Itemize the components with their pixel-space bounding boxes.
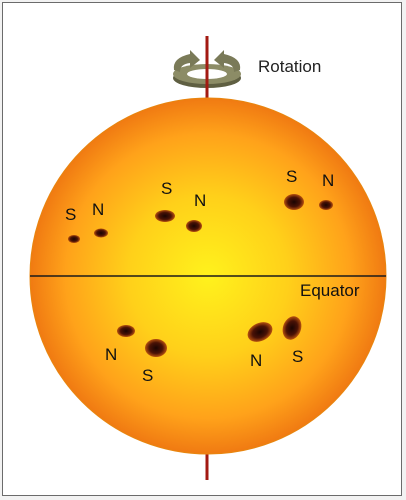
polarity-label-nc-s: S (161, 179, 172, 198)
sunspot-nw-n (94, 228, 108, 238)
sunspot-sw-n (117, 325, 135, 337)
polarity-label-ne-s: S (286, 167, 297, 186)
sunspot-nc-s (155, 210, 175, 222)
sunspot-se-n (247, 322, 273, 342)
polarity-label-nc-n: N (194, 191, 206, 210)
polarity-label-se-n: N (250, 351, 262, 370)
polarity-label-nw-s: S (65, 205, 76, 224)
rotation-label: Rotation (258, 57, 321, 76)
sunspot-nc-n (186, 220, 202, 232)
sunspot-nw-s (68, 235, 80, 243)
polarity-label-sw-n: N (105, 345, 117, 364)
sunspot-ne-n (319, 200, 333, 210)
polarity-label-nw-n: N (92, 200, 104, 219)
sunspot-ne-s (284, 194, 304, 210)
sunspot-se-s (282, 316, 302, 340)
polarity-label-sw-s: S (142, 366, 153, 385)
equator-label: Equator (300, 281, 360, 300)
sunspot-sw-s (145, 339, 167, 357)
polarity-label-ne-n: N (322, 171, 334, 190)
polarity-label-se-s: S (292, 347, 303, 366)
